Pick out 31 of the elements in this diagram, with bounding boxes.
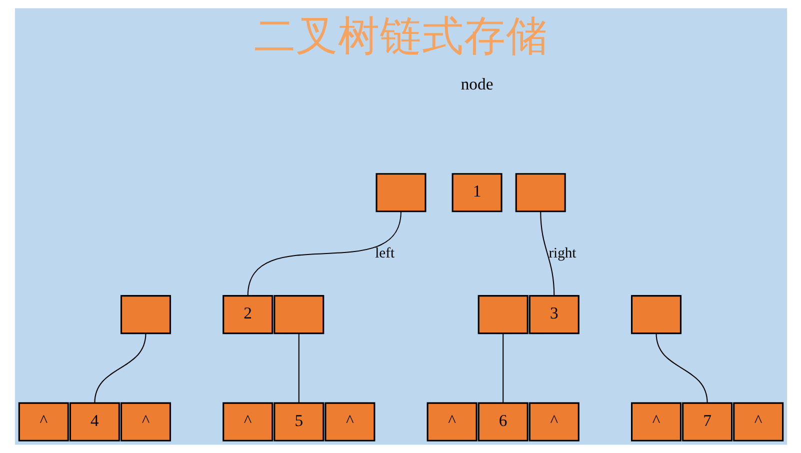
node-box: 7 (682, 402, 732, 442)
edge-label: right (548, 245, 576, 262)
node-box: ^ (732, 402, 784, 442)
node-box: ^ (120, 402, 171, 442)
connector (94, 333, 146, 404)
node-box: 3 (528, 295, 579, 334)
diagram-title: 二叉树链式存储 (254, 14, 548, 60)
node-box (120, 295, 171, 334)
node-box (273, 295, 324, 334)
node-box (514, 173, 566, 212)
connector (655, 333, 708, 404)
node-box (630, 295, 682, 334)
node-box: 6 (477, 402, 528, 442)
node-box: 2 (222, 295, 273, 334)
node-box (477, 295, 528, 334)
connector (246, 211, 402, 296)
node-box: ^ (426, 402, 477, 442)
node-box (375, 173, 426, 212)
label: node (460, 74, 493, 94)
node-box: ^ (222, 402, 273, 442)
node-box: ^ (324, 402, 375, 442)
node-box: 1 (451, 173, 502, 212)
node-box: ^ (630, 402, 682, 442)
connector (298, 333, 299, 404)
connector (540, 211, 554, 296)
connector (502, 333, 504, 404)
node-box: ^ (528, 402, 579, 442)
edge-label: left (374, 245, 394, 262)
node-box: 5 (273, 402, 324, 442)
node-box: ^ (18, 402, 68, 442)
node-box: 4 (68, 402, 120, 442)
